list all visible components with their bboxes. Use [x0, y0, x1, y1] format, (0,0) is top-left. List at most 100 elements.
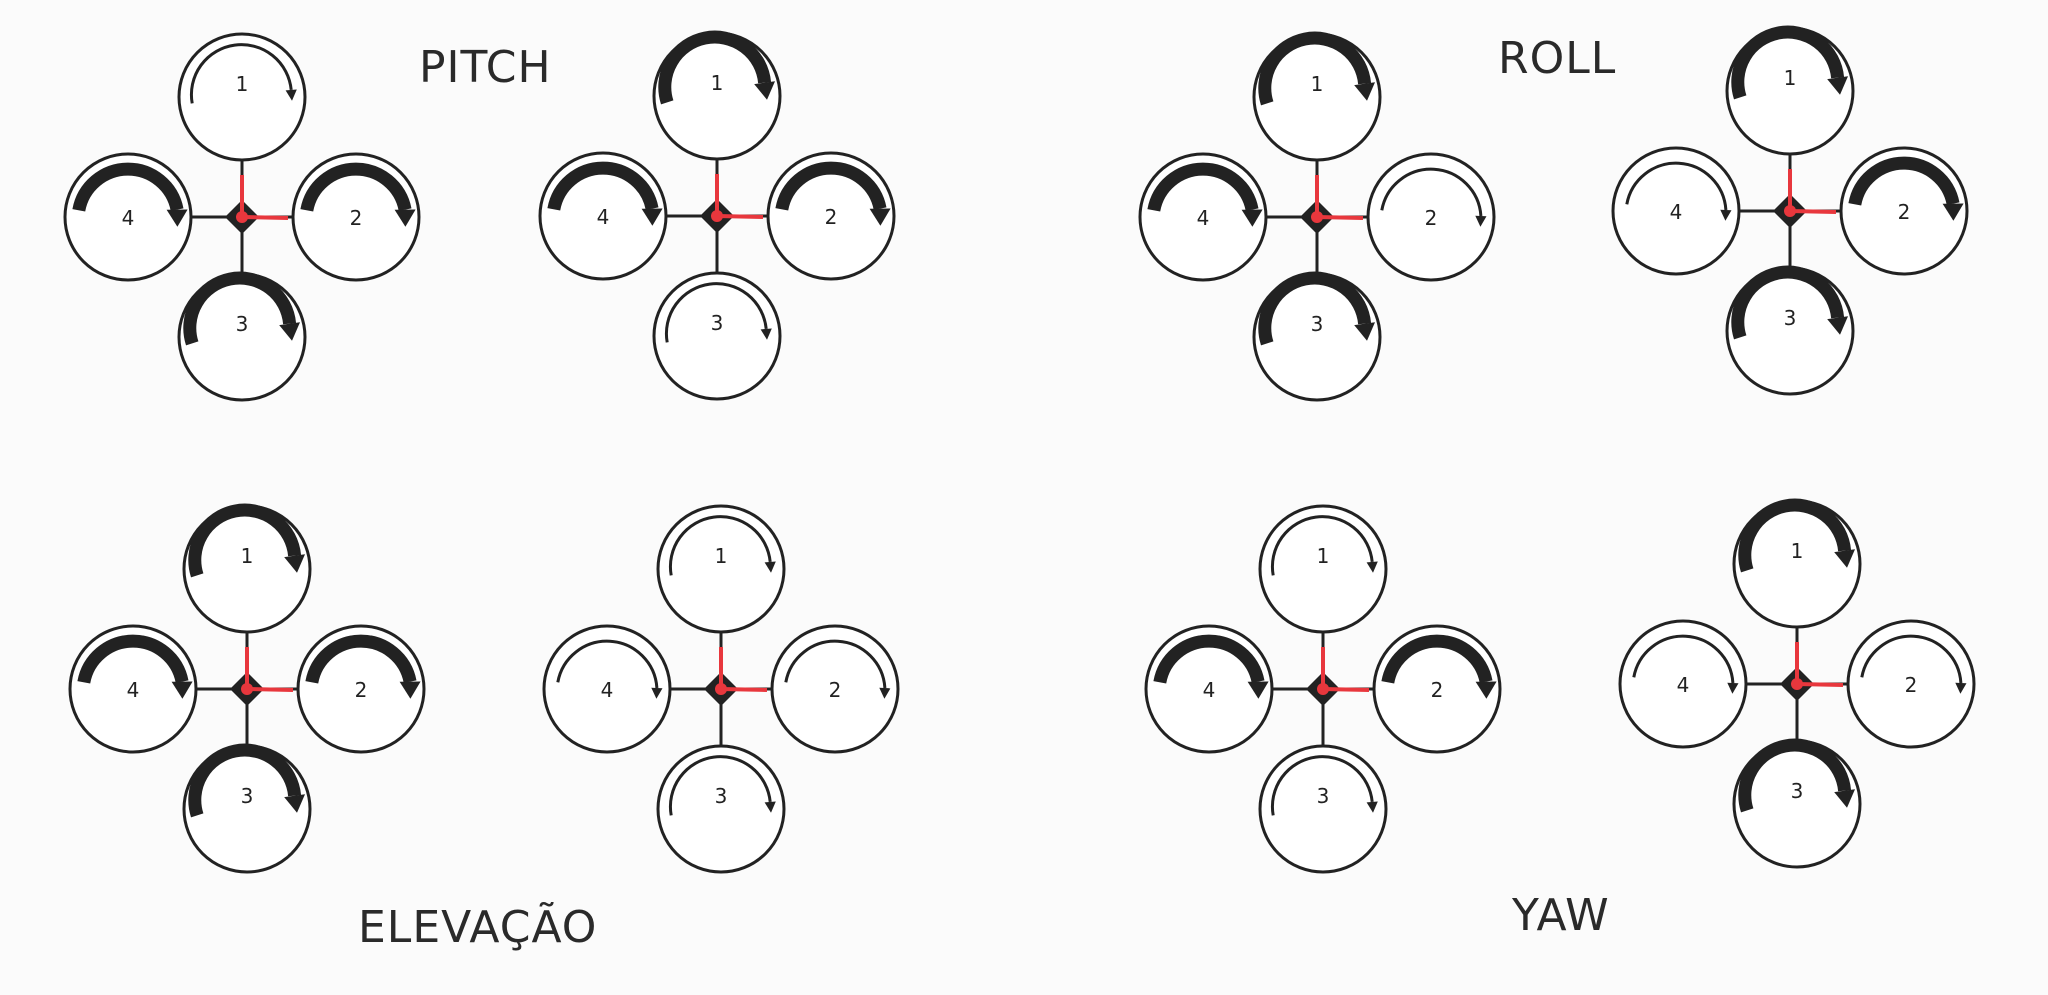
motor-label-1: 1 [1791, 539, 1804, 563]
motor-label-4: 4 [601, 678, 614, 702]
elevacao-title: ELEVAÇÃO [358, 902, 598, 953]
motor-4: 4 [68, 624, 198, 754]
high-thrust-arrow-icon [1738, 738, 1855, 813]
motor-4: 4 [1611, 146, 1741, 276]
high-thrust-arrow-icon [1738, 498, 1855, 573]
high-thrust-arrow-icon [188, 743, 305, 818]
pitch-quad-1: 1 2 3 4 [63, 32, 421, 402]
motor-1: 1 [1258, 504, 1388, 634]
high-thrust-arrow-icon [1731, 25, 1848, 100]
motor-label-3: 3 [1311, 312, 1324, 336]
axis-marker-icon [236, 175, 289, 223]
high-thrust-arrow-icon [1147, 162, 1263, 227]
pitch-quad-2: 1 2 3 4 [538, 30, 896, 401]
motor-label-3: 3 [236, 312, 249, 336]
high-thrust-arrow-icon [72, 162, 188, 227]
motor-4: 4 [538, 151, 668, 281]
high-thrust-arrow-icon [183, 271, 300, 346]
axis-marker-icon [241, 647, 294, 695]
low-thrust-arrow-icon [1270, 515, 1378, 576]
motor-1: 1 [1725, 25, 1855, 156]
high-thrust-arrow-icon [775, 161, 891, 226]
motor-label-3: 3 [1784, 306, 1797, 330]
motor-label-4: 4 [597, 205, 610, 229]
motor-label-1: 1 [711, 71, 724, 95]
high-thrust-arrow-icon [305, 634, 421, 699]
motor-1: 1 [652, 30, 782, 161]
motor-label-3: 3 [1317, 784, 1330, 808]
axis-marker-icon [711, 174, 764, 222]
high-thrust-arrow-icon [300, 162, 416, 227]
motor-2: 2 [770, 624, 900, 754]
motor-label-4: 4 [1197, 206, 1210, 230]
motor-1: 1 [656, 504, 786, 634]
motor-3: 3 [182, 743, 312, 874]
high-thrust-arrow-icon [1258, 271, 1375, 346]
motor-label-1: 1 [241, 544, 254, 568]
low-thrust-arrow-icon [668, 515, 776, 576]
yaw-quad-1: 1 2 3 4 [1144, 504, 1502, 874]
axis-marker-icon [1311, 175, 1364, 223]
high-thrust-arrow-icon [1153, 634, 1269, 699]
motor-2: 2 [1372, 624, 1502, 754]
motor-4: 4 [63, 152, 193, 282]
motor-4: 4 [1618, 619, 1748, 749]
motor-2: 2 [1846, 619, 1976, 749]
low-thrust-arrow-icon [664, 282, 772, 343]
motor-3: 3 [1258, 744, 1388, 874]
pitch-title: PITCH [419, 42, 552, 93]
motor-label-4: 4 [1670, 200, 1683, 224]
high-thrust-arrow-icon [1381, 634, 1497, 699]
motor-label-2: 2 [1425, 206, 1438, 230]
motor-3: 3 [1732, 738, 1862, 869]
motor-label-4: 4 [122, 206, 135, 230]
motor-1: 1 [1252, 31, 1382, 162]
motor-label-2: 2 [355, 678, 368, 702]
low-thrust-arrow-icon [1625, 161, 1732, 221]
motor-4: 4 [542, 624, 672, 754]
low-thrust-arrow-icon [189, 43, 297, 104]
motor-3: 3 [177, 271, 307, 402]
elevacao-quad-1: 1 2 34 [68, 503, 426, 874]
motor-4: 4 [1138, 152, 1268, 282]
axis-marker-icon [715, 647, 768, 695]
motor-2: 2 [291, 152, 421, 282]
motor-3: 3 [1252, 271, 1382, 402]
yaw-quad-2: 1 2 3 4 [1618, 498, 1976, 869]
motor-label-1: 1 [1784, 66, 1797, 90]
motor-label-2: 2 [1431, 678, 1444, 702]
motor-label-2: 2 [350, 206, 363, 230]
low-thrust-arrow-icon [784, 639, 891, 699]
high-thrust-arrow-icon [547, 161, 663, 226]
motor-label-1: 1 [1317, 544, 1330, 568]
axis-marker-icon [1791, 642, 1844, 690]
motor-3: 3 [652, 271, 782, 401]
motor-label-2: 2 [829, 678, 842, 702]
motor-label-3: 3 [715, 784, 728, 808]
low-thrust-arrow-icon [556, 639, 663, 699]
yaw-title: YAW [1512, 890, 1610, 941]
motor-label-4: 4 [1203, 678, 1216, 702]
low-thrust-arrow-icon [1380, 167, 1487, 227]
motor-label-2: 2 [825, 205, 838, 229]
motor-1: 1 [182, 503, 312, 634]
motor-2: 2 [1839, 146, 1969, 276]
elevacao-quad-2: 1 2 3 4 [542, 504, 900, 874]
motor-2: 2 [1366, 152, 1496, 282]
motor-2: 2 [296, 624, 426, 754]
roll-quad-1: 1 2 3 4 [1138, 31, 1496, 402]
motor-label-3: 3 [1791, 779, 1804, 803]
motor-label-4: 4 [1677, 673, 1690, 697]
motor-1: 1 [177, 32, 307, 162]
high-thrust-arrow-icon [1848, 156, 1964, 221]
motor-label-1: 1 [1311, 72, 1324, 96]
motor-label-3: 3 [711, 311, 724, 335]
roll-quad-2: 1 2 3 4 [1611, 25, 1969, 396]
high-thrust-arrow-icon [1258, 31, 1375, 106]
axis-marker-icon [1317, 647, 1370, 695]
high-thrust-arrow-icon [658, 30, 775, 105]
motor-label-2: 2 [1905, 673, 1918, 697]
motor-label-2: 2 [1898, 200, 1911, 224]
low-thrust-arrow-icon [1632, 634, 1739, 694]
